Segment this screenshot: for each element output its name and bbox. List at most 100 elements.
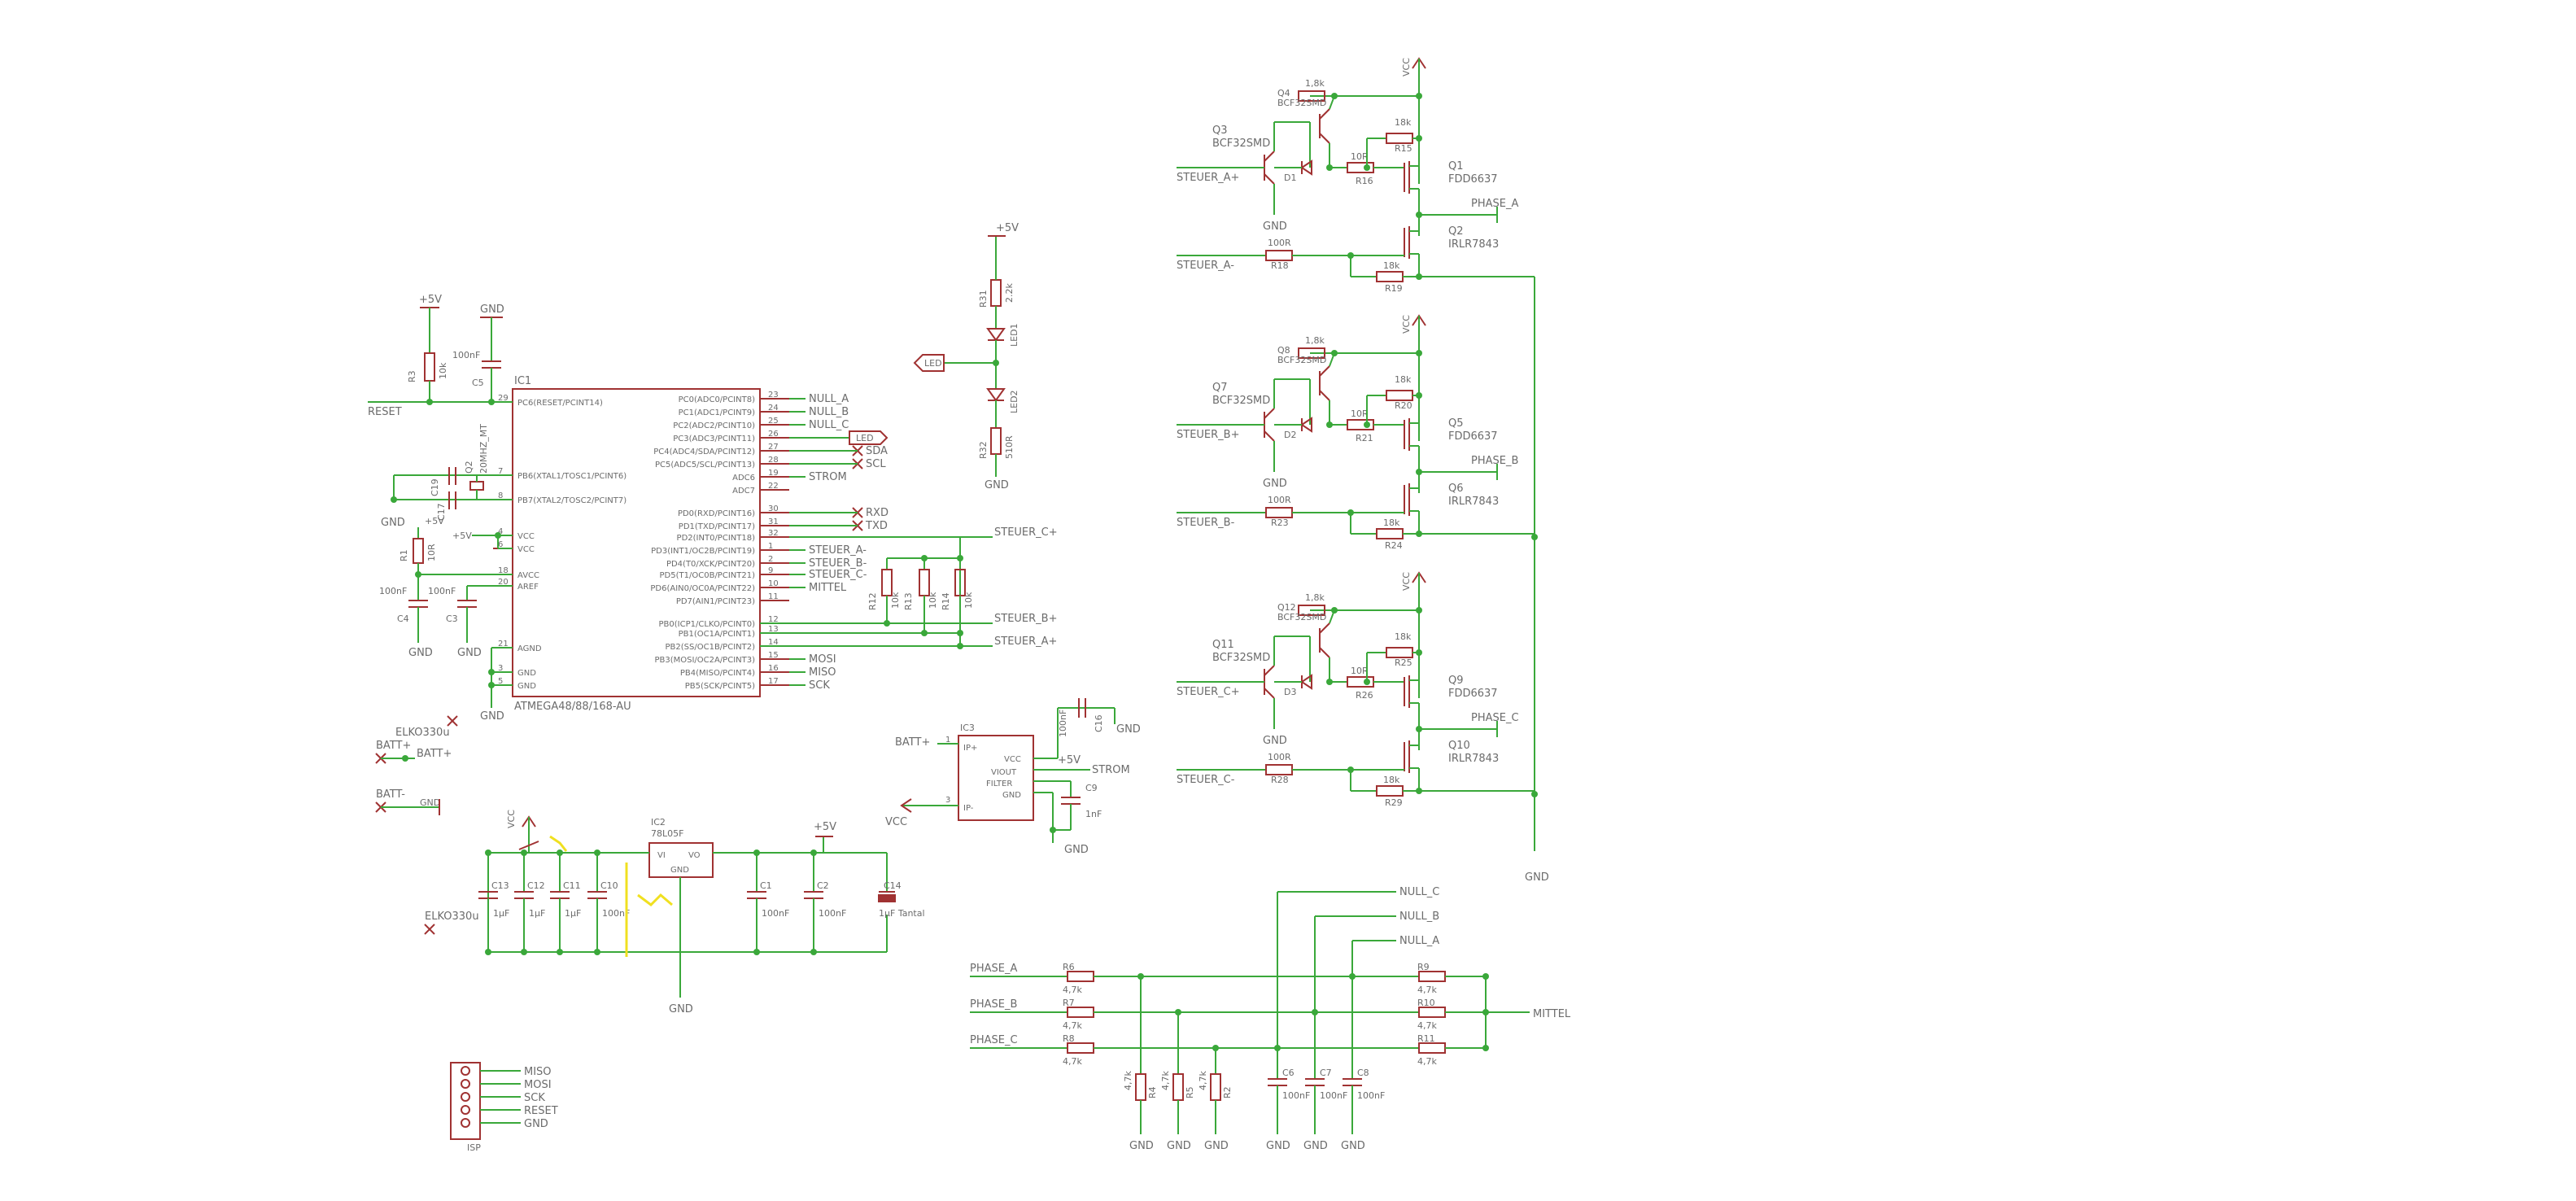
battery-connectors: ELKO330u BATT+ BATT+ BATT- GND — [375, 715, 458, 815]
mcu-net-label: SCL — [866, 458, 886, 470]
reg-ref: IC2 — [651, 817, 666, 828]
reg-cap-ref: C13 — [491, 880, 509, 891]
junction — [1364, 421, 1370, 428]
q-npn-ref: Q11 — [1212, 639, 1234, 651]
plus5v-r1-label: +5V — [425, 516, 444, 526]
mcu-right-pin-name: PC2(ADC2/PCINT10) — [673, 421, 755, 430]
c9-ref: C9 — [1085, 783, 1098, 793]
r32-ref: R32 — [978, 441, 989, 459]
junction — [884, 620, 890, 627]
reg-cap-ref: C1 — [760, 880, 772, 891]
mcu-net-label: STROM — [809, 471, 847, 483]
r-base-val: 1,8k — [1305, 335, 1325, 346]
diode — [1300, 674, 1312, 690]
mcu-right-pin-num: 22 — [768, 482, 779, 491]
isp-pin — [461, 1066, 470, 1076]
q-low-ref: Q2 — [1448, 225, 1464, 238]
driver-stages: VCC1,8kQ4BCF32SMDQ3BCF32SMDGNDSTEUER_A+D… — [1177, 57, 1535, 808]
junction — [1364, 679, 1370, 685]
mcu-body — [512, 388, 761, 697]
reset-circuit: +5V R3 10k RESET GND 100nF C5 — [368, 294, 513, 418]
junction — [810, 849, 817, 856]
gnd-led-label: GND — [985, 479, 1009, 491]
cx1-ref: C19 — [430, 478, 440, 496]
bemf-pd-val: 4,7k — [1160, 1071, 1171, 1090]
nc-mark — [447, 715, 458, 727]
junction — [521, 949, 527, 955]
mcu-right-pin-name: PB2(SS/OC1B/PCINT2) — [666, 643, 756, 652]
gnd-npn-label: GND — [1263, 221, 1287, 233]
mcu-right-pin-name: PD5(T1/OC0B/PCINT21) — [660, 571, 756, 580]
c4-val: 100nF — [379, 586, 407, 596]
mcu-right-pin-name: PD4(T0/XCK/PCINT20) — [666, 560, 755, 569]
q-npn-ref: Q7 — [1212, 382, 1228, 394]
junction — [753, 949, 760, 955]
gnd-bus-label: GND — [1525, 871, 1549, 884]
mcu-right-pin-num: 17 — [768, 677, 779, 686]
reg-cap-val: 100nF — [762, 908, 789, 919]
bemf-r-left — [1067, 1042, 1094, 1054]
phase-out-label: PHASE_B — [1471, 455, 1518, 467]
plus5v-acs-label: +5V — [1058, 754, 1081, 766]
mcu-net-label: MITTEL — [809, 582, 847, 594]
mcu-right-pin-name: PB4(MISO/PCINT4) — [680, 669, 755, 678]
r-reset — [424, 352, 435, 382]
in-minus-label: STEUER_B- — [1177, 517, 1235, 529]
mcu-right-pin-num: 26 — [768, 430, 779, 439]
mcu-net-label: TXD — [865, 520, 888, 532]
mcu-left-pin-name: GND — [517, 682, 536, 691]
mcu-left-pin-num: 20 — [498, 578, 509, 587]
r1-ref: R1 — [399, 549, 409, 561]
led1-ref: LED1 — [1009, 323, 1019, 347]
steuer-c-plus-label: STEUER_C+ — [994, 526, 1058, 539]
mcu-right-pin-num: 24 — [768, 404, 779, 413]
r32 — [990, 427, 1002, 455]
mcu-right-pin-num: 25 — [768, 417, 779, 426]
junction — [1416, 788, 1422, 794]
r-top-val: 18k — [1395, 631, 1412, 642]
wire — [1329, 352, 1335, 367]
r-top-ref: R15 — [1395, 143, 1412, 154]
junction — [1531, 791, 1538, 797]
mcu-left-pin-name: PB6(XTAL1/TOSC1/PCINT6) — [517, 472, 627, 481]
acs-pin-vcc: VCC — [1004, 755, 1021, 764]
junction — [1416, 135, 1422, 142]
r-base-val: 1,8k — [1305, 78, 1325, 89]
gnd-bemf-label: GND — [1303, 1140, 1328, 1152]
junction — [1416, 273, 1422, 280]
r-gate-val: 10R — [1351, 408, 1369, 419]
q-npn-ref: Q3 — [1212, 124, 1228, 137]
gnd-c3-label: GND — [457, 647, 482, 659]
acs-ref: IC3 — [960, 723, 975, 733]
mcu-ref: IC1 — [514, 375, 531, 387]
junction — [391, 496, 397, 503]
junction — [1416, 93, 1422, 99]
isp-pin — [461, 1092, 470, 1102]
pnp-emitter — [1319, 365, 1330, 377]
acs-body — [958, 735, 1034, 821]
pen-mark — [518, 841, 539, 850]
r31-ref: R31 — [978, 290, 989, 308]
junction — [1416, 607, 1422, 614]
bemf-r-left-val: 4,7k — [1063, 1020, 1082, 1031]
r-low-pd-val: 18k — [1383, 260, 1400, 271]
mittel-label: MITTEL — [1533, 1008, 1571, 1020]
r14-ref: R14 — [941, 592, 951, 610]
mcu-part: ATMEGA48/88/168-AU — [514, 701, 631, 713]
phase-out-label: PHASE_C — [1471, 712, 1519, 724]
mcu-right-pin-name: ADC7 — [732, 487, 755, 496]
mcu-net-label: SDA — [866, 445, 888, 457]
gnd-c4-label: GND — [408, 647, 433, 659]
bemf-pd — [1135, 1073, 1146, 1101]
stage-gnd-bus: GND — [1525, 277, 1549, 884]
junction — [485, 949, 491, 955]
bemf-r-right-ref: R10 — [1417, 998, 1435, 1008]
r-top-val: 18k — [1395, 117, 1412, 128]
mcu-right-pin-name: PC3(ADC3/PCINT11) — [673, 435, 755, 443]
q-high-ref: Q5 — [1448, 417, 1464, 430]
junction — [921, 555, 928, 561]
acs-pin-ip-plus: IP+ — [963, 744, 977, 753]
mcu-left-pin-num: 8 — [498, 491, 503, 500]
